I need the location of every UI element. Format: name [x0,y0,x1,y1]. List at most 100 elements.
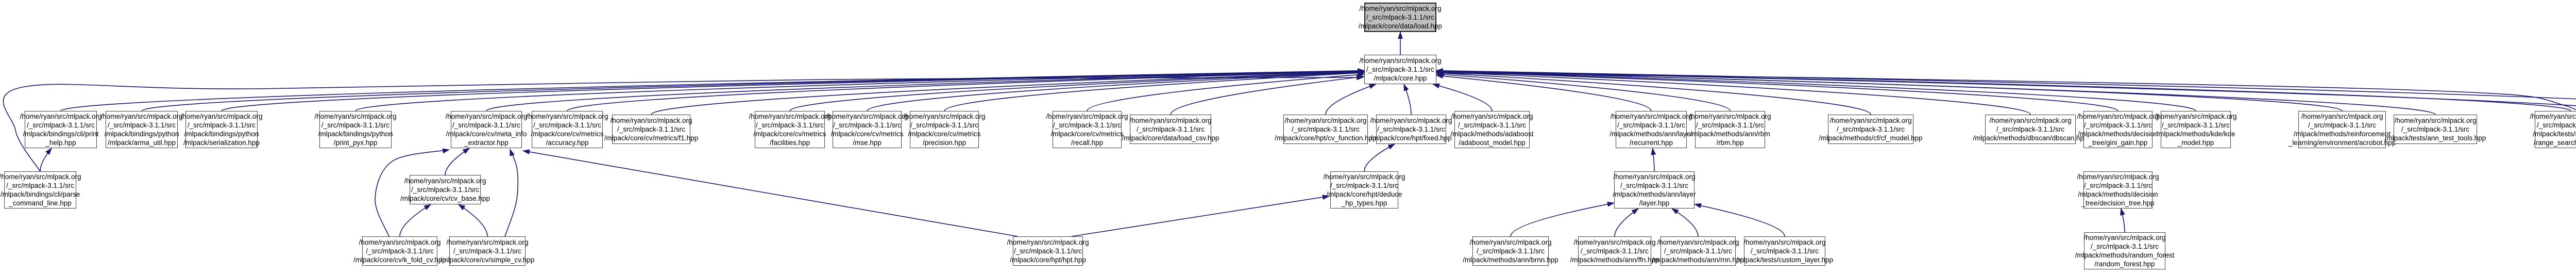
include-edge-custom_layer-to-layer [1694,203,1785,237]
graph-node-recurrent[interactable]: /home/ryan/src/mlpack.org/_src/mlpack-3.… [1609,111,1693,148]
include-edge-f1-to-core [651,69,1365,115]
graph-node-label-line: /home/ryan/src/mlpack.org [903,113,986,120]
graph-node-label-line: /home/ryan/src/mlpack.org [445,113,528,120]
graph-node-ann_test_tools[interactable]: /home/ryan/src/mlpack.org/_src/mlpack-3.… [2385,115,2486,144]
graph-node-facilities[interactable]: /home/ryan/src/mlpack.org/_src/mlpack-3.… [749,111,831,148]
graph-node-label-line: /_src/mlpack-3.1.1/src [321,121,390,129]
graph-node-label-line: /mlpack/bindings/python [318,130,393,138]
graph-node-label-line: /mlpack/bindings/python [104,130,179,138]
graph-node-label-line: /_src/mlpack-3.1.1/src [2401,125,2470,133]
include-edge-cv_base-to-meta_info [445,148,470,175]
graph-node-kde_model[interactable]: /home/ryan/src/mlpack.org/_src/mlpack-3.… [2155,111,2237,148]
graph-node-load_csv[interactable]: /home/ryan/src/mlpack.org/_src/mlpack-3.… [1122,115,1219,144]
graph-node-label-line: /mlpack/methods/random_forest [2075,251,2175,259]
graph-node-ffn[interactable]: /home/ryan/src/mlpack.org/_src/mlpack-3.… [1570,236,1659,266]
graph-node-label-line: /_src/mlpack-3.1.1/src [2083,182,2153,189]
graph-node-label-line: /home/ryan/src/mlpack.org [2077,113,2159,120]
graph-node-label-line: /mlpack/tests/main_tests [2533,130,2576,138]
graph-node-label-line: _learning/environment/acrobot.hpp [2288,139,2396,147]
include-edge-hpt-to-meta_info [522,149,1018,237]
graph-node-label-line: /home/ryan/src/mlpack.org [100,113,183,120]
graph-node-meta_info[interactable]: /home/ryan/src/mlpack.org/_src/mlpack-3.… [445,111,528,148]
graph-node-label-line: /precision.hpp [922,139,967,147]
graph-node-label-line: /home/ryan/src/mlpack.org [1610,113,1692,120]
graph-node-k_fold_cv[interactable]: /home/ryan/src/mlpack.org/_src/mlpack-3.… [353,236,446,266]
graph-node-label-line: /mlpack/core/cv/metrics [753,130,826,138]
graph-node-f1[interactable]: /home/ryan/src/mlpack.org/_src/mlpack-3.… [604,115,698,144]
graph-node-accuracy[interactable]: /home/ryan/src/mlpack.org/_src/mlpack-3.… [526,111,608,148]
graph-node-label-line: /mlpack/bindings/cli/print [23,130,99,138]
graph-node-label-line: /mlpack/core.hpp [1374,74,1427,82]
graph-node-recall[interactable]: /home/ryan/src/mlpack.org/_src/mlpack-3.… [1046,111,1128,148]
graph-node-custom_layer[interactable]: /home/ryan/src/mlpack.org/_src/mlpack-3.… [1736,236,1833,266]
graph-node-label-line: /home/ryan/src/mlpack.org [314,113,397,120]
graph-node-cv_base[interactable]: /home/ryan/src/mlpack.org/_src/mlpack-3.… [400,175,490,204]
graph-node-adaboost_model[interactable]: /home/ryan/src/mlpack.org/_src/mlpack-3.… [1450,111,1534,148]
graph-node-gini_gain[interactable]: /home/ryan/src/mlpack.org/_src/mlpack-3.… [2077,111,2159,148]
graph-node-core[interactable]: /home/ryan/src/mlpack.org/_src/mlpack-3.… [1359,55,1442,84]
graph-node-cv_function[interactable]: /home/ryan/src/mlpack.org/_src/mlpack-3.… [1275,115,1377,144]
graph-node-label-line: /home/ryan/src/mlpack.org [359,238,441,246]
graph-node-label-line: /_src/mlpack-3.1.1/src [1330,182,1399,189]
graph-node-range_search_utils[interactable]: /home/ryan/src/mlpack.org/_src/mlpack-3.… [2530,111,2576,148]
graph-node-rbm[interactable]: /home/ryan/src/mlpack.org/_src/mlpack-3.… [1689,111,1771,148]
graph-node-acrobot[interactable]: /home/ryan/src/mlpack.org/_src/mlpack-3.… [2289,111,2396,148]
graph-node-label-line: _command_line.hpp [9,199,72,207]
graph-node-hpt[interactable]: /home/ryan/src/mlpack.org/_src/mlpack-3.… [1007,236,1089,266]
include-edge-recall-to-core [1087,72,1365,111]
graph-node-cf_model[interactable]: /home/ryan/src/mlpack.org/_src/mlpack-3.… [1819,115,1923,144]
graph-node-decision_tree[interactable]: /home/ryan/src/mlpack.org/_src/mlpack-3.… [2077,171,2159,209]
graph-node-label-line: /mlpack/core/cv/metrics/f1.hpp [604,134,699,142]
graph-node-label-line: /_src/mlpack-3.1.1/src [1620,182,1689,189]
graph-node-label-line: /home/ryan/src/mlpack.org [180,113,263,120]
include-edge-adaboost_model-to-core [1432,83,1493,111]
graph-node-label-line: /_src/mlpack-3.1.1/src [1750,247,1819,255]
graph-node-dbscan[interactable]: /home/ryan/src/mlpack.org/_src/mlpack-3.… [1973,115,2088,144]
graph-node-fixed[interactable]: /home/ryan/src/mlpack.org/_src/mlpack-3.… [1370,115,1452,144]
include-edge-simple_cv-to-meta_info [504,149,519,237]
graph-node-label-line: /_src/mlpack-3.1.1/src [1377,125,1446,133]
graph-node-py_serialization[interactable]: /home/ryan/src/mlpack.org/_src/mlpack-3.… [180,111,263,148]
graph-node-label-line: /home/ryan/src/mlpack.org [1284,117,1367,124]
graph-node-label-line: /_src/mlpack-3.1.1/src [755,121,824,129]
graph-node-label-line: _tree/gini_gain.hpp [2088,139,2148,147]
graph-node-arma_util[interactable]: /home/ryan/src/mlpack.org/_src/mlpack-3.… [100,111,183,148]
graph-node-layer[interactable]: /home/ryan/src/mlpack.org/_src/mlpack-3.… [1613,171,1696,209]
graph-node-label-line: /accuracy.hpp [546,139,589,147]
graph-node-parse_command_line[interactable]: /home/ryan/src/mlpack.org/_src/mlpack-3.… [0,171,81,209]
include-edge-hpt-to-deduce_hp_types [1071,195,1330,237]
graph-node-label-line: /print_pyx.hpp [333,139,378,147]
include-edge-k_fold_cv-to-meta_info [375,148,450,237]
graph-node-label-line: /_src/mlpack-3.1.1/src [2083,121,2153,129]
graph-node-label-line: /mlpack/methods/ann/rbm [1690,130,1770,138]
graph-node-label-line: /home/ryan/src/mlpack.org [446,238,529,246]
graph-node-label-line: /mlpack/methods/reinforcement [2293,130,2391,138]
graph-node-label-line: /_src/mlpack-3.1.1/src [2308,121,2377,129]
graph-node-label-line: /_src/mlpack-3.1.1/src [26,121,95,129]
graph-node-label-line: /mlpack/core/cv/cv_base.hpp [400,195,490,202]
graph-node-deduce_hp_types[interactable]: /home/ryan/src/mlpack.org/_src/mlpack-3.… [1323,171,1405,209]
graph-node-mse[interactable]: /home/ryan/src/mlpack.org/_src/mlpack-3.… [826,111,908,148]
include-edge-dbscan-to-core [1436,70,2031,115]
graph-node-label-line: /mlpack/methods/ann/layer [1609,130,1693,138]
graph-node-print_help[interactable]: /home/ryan/src/mlpack.org/_src/mlpack-3.… [20,111,102,148]
graph-node-label-line: /_src/mlpack-3.1.1/src [1458,121,1527,129]
graph-node-label-line: /mlpack/methods/ann/rnn.hpp [1652,256,1744,264]
graph-node-label-line: /mlpack/core/cv/metrics [531,130,604,138]
graph-node-precision[interactable]: /home/ryan/src/mlpack.org/_src/mlpack-3.… [903,111,986,148]
graph-node-label-line: /mlpack/core/cv/metrics [831,130,904,138]
graph-node-label-line: /_src/mlpack-3.1.1/src [187,121,256,129]
graph-node-random_forest[interactable]: /home/ryan/src/mlpack.org/_src/mlpack-3.… [2075,232,2174,269]
graph-node-label-line: /home/ryan/src/mlpack.org [1451,113,1533,120]
graph-node-label-line: /_src/mlpack-3.1.1/src [1013,247,1082,255]
graph-node-load[interactable]: /home/ryan/src/mlpack.org/_src/mlpack-3.… [1359,3,1442,32]
graph-node-label-line: /_src/mlpack-3.1.1/src [2090,243,2159,250]
graph-node-simple_cv[interactable]: /home/ryan/src/mlpack.org/_src/mlpack-3.… [440,236,534,266]
graph-node-label-line: /_src/mlpack-3.1.1/src [365,247,434,255]
graph-node-print_pyx[interactable]: /home/ryan/src/mlpack.org/_src/mlpack-3.… [314,111,397,148]
graph-node-rnn[interactable]: /home/ryan/src/mlpack.org/_src/mlpack-3.… [1652,236,1744,266]
graph-node-label-line: /_src/mlpack-3.1.1/src [833,121,902,129]
graph-node-brnn[interactable]: /home/ryan/src/mlpack.org/_src/mlpack-3.… [1463,236,1558,266]
graph-node-label-line: /recurrent.hpp [1629,139,1673,147]
